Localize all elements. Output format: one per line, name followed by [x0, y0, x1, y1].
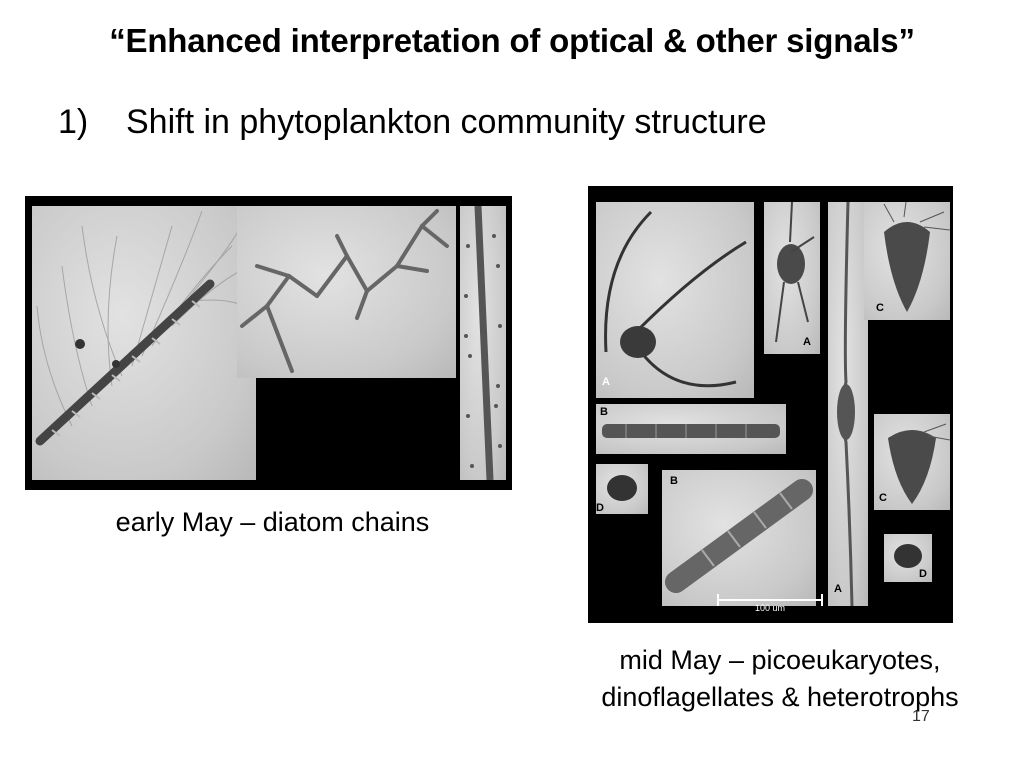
label-b-1: B	[600, 406, 608, 418]
heterotroph-photo-c2	[874, 414, 950, 510]
diatom-chain-photo-1	[32, 206, 256, 480]
label-c-1: C	[876, 302, 884, 314]
picoeukaryote-photo-d2	[884, 534, 932, 582]
label-d-2: D	[919, 568, 927, 580]
diatom-chain-photo-b2	[662, 470, 816, 606]
slide-title: “Enhanced interpretation of optical & ot…	[109, 22, 915, 59]
label-c-2: C	[879, 492, 887, 504]
heterotroph-photo-c1	[864, 202, 950, 320]
diatom-chain-photo-3	[460, 206, 506, 480]
scale-bar-label: 100 um	[754, 603, 786, 613]
caption-mid-may-line-1: mid May – picoeukaryotes,	[619, 645, 941, 675]
early-may-micrograph-panel	[25, 196, 512, 490]
diatom-chain-photo-2	[237, 206, 456, 378]
label-a-2: A	[803, 336, 811, 348]
diatom-chain-photo-b1	[596, 404, 786, 454]
picoeukaryote-photo-d1	[596, 464, 648, 514]
bullet-item: 1) Shift in phytoplankton community struc…	[58, 103, 767, 142]
bullet-number: 1)	[58, 103, 89, 141]
label-d-1: D	[596, 502, 604, 514]
page-number: 17	[912, 708, 930, 725]
label-a-1: A	[602, 376, 610, 388]
bullet-text: Shift in phytoplankton community structu…	[126, 103, 767, 141]
dinoflagellate-photo-a1	[596, 202, 754, 398]
caption-mid-may: mid May – picoeukaryotes, dinoflagellate…	[540, 642, 1020, 716]
scale-bar: 100 um	[714, 594, 826, 614]
dinoflagellate-photo-a2	[764, 202, 820, 354]
caption-early-may: early May – diatom chains	[115, 507, 430, 537]
caption-mid-may-line-2: dinoflagellates & heterotrophs	[601, 682, 959, 712]
label-b-2: B	[670, 475, 678, 487]
dinoflagellate-photo-a3	[828, 202, 868, 606]
label-a-3: A	[834, 583, 842, 595]
mid-may-micrograph-panel: A A A C B D	[588, 186, 953, 623]
